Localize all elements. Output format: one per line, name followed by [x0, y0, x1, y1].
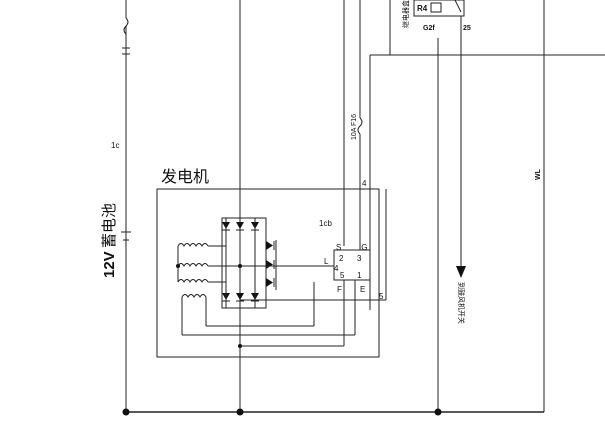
- wire-label-1c: 1c: [111, 141, 119, 150]
- junction-dot: [122, 408, 130, 416]
- pin-f: F: [337, 285, 342, 294]
- pin-num-1: 1: [357, 271, 362, 280]
- connector-1cb: 1cb: [319, 219, 332, 228]
- relay-coil-icon: [430, 2, 442, 13]
- pin-4-label: 4: [362, 179, 367, 188]
- fuse-icon: [123, 17, 129, 35]
- pin-num-4: 4: [334, 264, 339, 273]
- diode-column-right: [266, 240, 277, 290]
- relay-r4: R4: [417, 4, 428, 13]
- junction-dot: [434, 408, 442, 416]
- battery-name-label: 蓄电池: [100, 203, 118, 248]
- rotor-coil-icon: [181, 294, 207, 298]
- pin-s: S: [336, 243, 341, 252]
- wire-label-wl: WL: [535, 168, 542, 180]
- diode-row-top: [222, 222, 259, 231]
- fuse-f16-icon: [357, 117, 363, 135]
- relay-25: 25: [463, 25, 471, 32]
- relay-box: [413, 0, 465, 17]
- relay-box-label: 继电器盒: [401, 0, 410, 28]
- pin-num-5: 5: [340, 271, 345, 280]
- pin-num-2: 2: [339, 254, 344, 263]
- pin-e: E: [360, 285, 365, 294]
- pin-5-label: 5: [379, 292, 384, 301]
- regulator-box: [333, 249, 371, 281]
- junction-dot: [236, 408, 244, 416]
- pin-num-3: 3: [357, 254, 362, 263]
- to-fan-switch-label: 到鼓风机开关: [457, 282, 466, 324]
- relay-g2f: G2f: [423, 25, 435, 32]
- fuse-label: 10A F16: [351, 114, 358, 140]
- pin-l: L: [324, 257, 329, 266]
- generator-title: 发电机: [161, 167, 209, 186]
- stator-coil-icon: [176, 243, 318, 283]
- pin-ig: IG: [359, 243, 367, 252]
- battery-voltage-label: 12V: [101, 251, 118, 278]
- generator-box: [156, 188, 380, 358]
- arrow-down-icon: [456, 266, 466, 278]
